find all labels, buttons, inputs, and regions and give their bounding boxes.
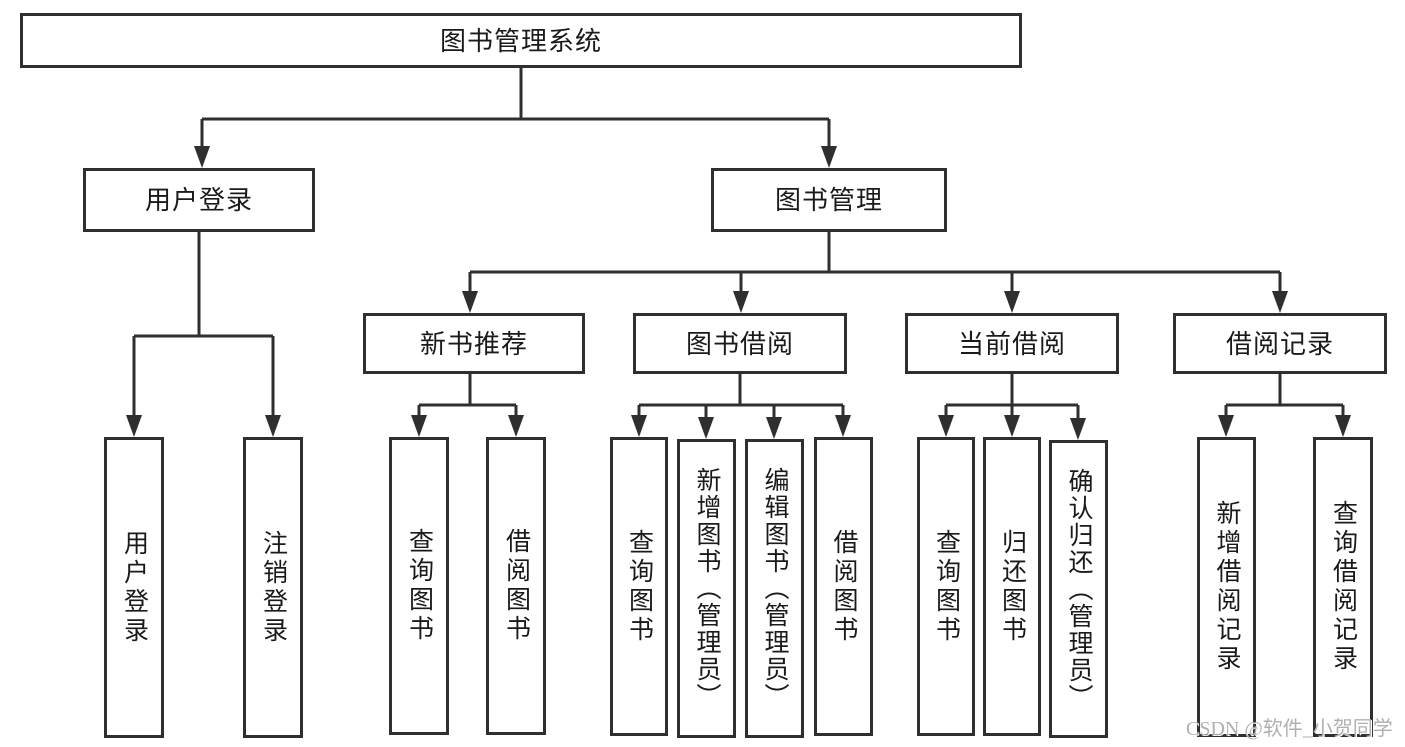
leaf-query-borrow-record: 查询借阅记录 — [1313, 437, 1373, 737]
leaf-query-books-borrow: 查询图书 — [610, 437, 668, 736]
leaf-user-login: 用户登录 — [104, 437, 164, 738]
leaf-add-borrow-record: 新增借阅记录 — [1197, 437, 1256, 737]
leaf-borrow-books: 借阅图书 — [814, 437, 873, 736]
node-root: 图书管理系统 — [20, 13, 1022, 68]
watermark: CSDN @软件_小贺同学 — [1186, 718, 1393, 740]
node-book-management: 图书管理 — [711, 168, 947, 232]
node-borrow-records: 借阅记录 — [1173, 313, 1387, 374]
leaf-add-book-admin: 新增图书（管理员） — [677, 439, 736, 738]
node-book-borrow: 图书借阅 — [633, 313, 847, 374]
node-current-borrow: 当前借阅 — [905, 313, 1119, 374]
node-user-login: 用户登录 — [83, 168, 315, 232]
leaf-query-books-current: 查询图书 — [917, 437, 975, 736]
leaf-borrow-books-recommend: 借阅图书 — [486, 437, 546, 735]
leaf-logout: 注销登录 — [243, 437, 303, 738]
leaf-edit-book-admin: 编辑图书（管理员） — [745, 439, 804, 738]
node-new-book-recommend: 新书推荐 — [363, 313, 585, 374]
leaf-confirm-return-admin: 确认归还（管理员） — [1049, 440, 1108, 738]
leaf-query-books-recommend: 查询图书 — [389, 437, 449, 735]
leaf-return-books: 归还图书 — [983, 437, 1041, 736]
arrowheads — [126, 146, 1351, 440]
